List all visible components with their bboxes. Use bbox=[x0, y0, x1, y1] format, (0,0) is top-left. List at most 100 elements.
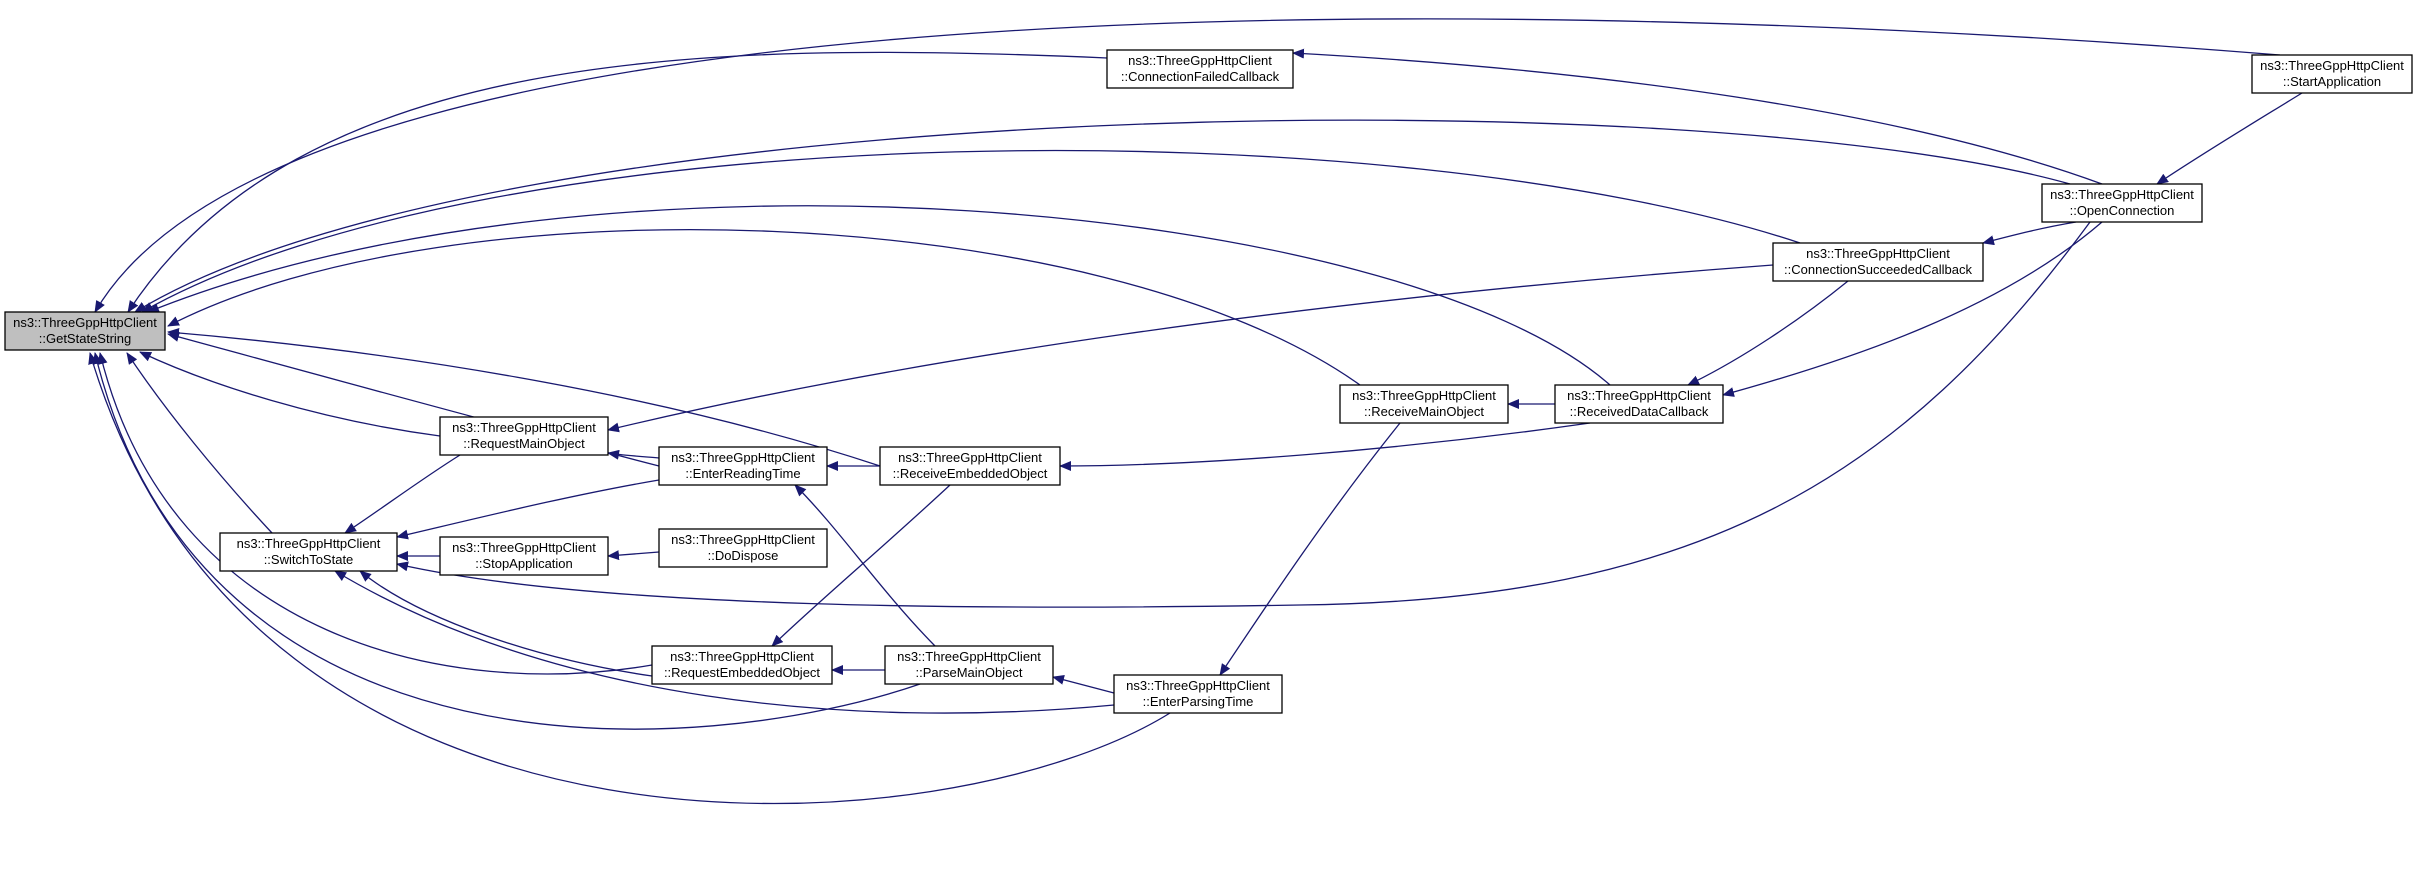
node-namespace-label: ns3::ThreeGppHttpClient bbox=[1126, 678, 1270, 693]
edge-openconn-calls-connfail bbox=[1292, 48, 2103, 185]
node-box bbox=[4, 311, 166, 351]
edge-openconn-calls-getstate bbox=[134, 119, 2071, 313]
edge-path bbox=[396, 221, 2091, 608]
node-parsemain[interactable]: ns3::ThreeGppHttpClient::ParseMainObject bbox=[884, 645, 1054, 685]
node-namespace-label: ns3::ThreeGppHttpClient bbox=[670, 649, 814, 664]
node-reqemb[interactable]: ns3::ThreeGppHttpClient::RequestEmbedded… bbox=[651, 645, 833, 685]
edge-connsucc-calls-reqmain bbox=[607, 264, 1774, 433]
edge-openconn-calls-connsucc bbox=[1982, 221, 2077, 246]
edge-path bbox=[147, 205, 1611, 386]
node-method-label: ::ParseMainObject bbox=[916, 665, 1023, 680]
node-layer: ns3::ThreeGppHttpClient::GetStateStringn… bbox=[4, 49, 2413, 714]
edge-connsucc-calls-recvdata bbox=[1687, 280, 1849, 386]
edge-recvmain-calls-enterparse bbox=[1219, 422, 1401, 676]
node-namespace-label: ns3::ThreeGppHttpClient bbox=[1806, 246, 1950, 261]
node-dodispose[interactable]: ns3::ThreeGppHttpClient::DoDispose bbox=[658, 528, 828, 568]
node-method-label: ::ReceiveEmbeddedObject bbox=[893, 466, 1048, 481]
node-box bbox=[651, 645, 833, 685]
node-namespace-label: ns3::ThreeGppHttpClient bbox=[1567, 388, 1711, 403]
edge-path bbox=[88, 352, 1171, 805]
edge-path bbox=[794, 484, 936, 647]
edge-parsemain-calls-getstate bbox=[92, 352, 921, 730]
node-method-label: ::RequestEmbeddedObject bbox=[664, 665, 820, 680]
node-getstate[interactable]: ns3::ThreeGppHttpClient::GetStateString bbox=[4, 311, 166, 351]
edge-path bbox=[396, 479, 660, 540]
node-stopapp[interactable]: ns3::ThreeGppHttpClient::StopApplication bbox=[439, 536, 609, 576]
edge-recvemb-calls-reqemb bbox=[771, 484, 951, 647]
node-startapp[interactable]: ns3::ThreeGppHttpClient::StartApplicatio… bbox=[2251, 54, 2413, 94]
edge-dodispose-calls-stopapp bbox=[607, 550, 660, 561]
node-method-label: ::SwitchToState bbox=[264, 552, 354, 567]
node-box bbox=[219, 532, 398, 572]
edge-path bbox=[167, 228, 1361, 386]
node-recvmain[interactable]: ns3::ThreeGppHttpClient::ReceiveMainObje… bbox=[1339, 384, 1509, 424]
node-reqmain[interactable]: ns3::ThreeGppHttpClient::RequestMainObje… bbox=[439, 416, 609, 456]
edge-enterparse-calls-parsemain bbox=[1052, 674, 1115, 694]
edge-openconn-calls-recvdata bbox=[1722, 221, 2103, 397]
node-method-label: ::StopApplication bbox=[475, 556, 573, 571]
node-namespace-label: ns3::ThreeGppHttpClient bbox=[1128, 53, 1272, 68]
node-recvemb[interactable]: ns3::ThreeGppHttpClient::ReceiveEmbedded… bbox=[879, 446, 1061, 486]
node-namespace-label: ns3::ThreeGppHttpClient bbox=[671, 450, 815, 465]
edge-reqmain-calls-getstate bbox=[139, 351, 441, 437]
node-namespace-label: ns3::ThreeGppHttpClient bbox=[671, 532, 815, 547]
edge-enterparse-calls-getstate bbox=[88, 352, 1171, 805]
edge-path bbox=[607, 449, 660, 460]
node-connsucc[interactable]: ns3::ThreeGppHttpClient::ConnectionSucce… bbox=[1772, 242, 1984, 282]
edge-path bbox=[1982, 221, 2077, 246]
node-box bbox=[879, 446, 1061, 486]
edge-path bbox=[126, 352, 273, 534]
node-box bbox=[1772, 242, 1984, 282]
edge-startapp-calls-getstate bbox=[94, 18, 2281, 313]
node-method-label: ::OpenConnection bbox=[2070, 203, 2175, 218]
edge-enterread-calls-reqmain bbox=[607, 449, 660, 460]
edge-parsemain-calls-enterread bbox=[794, 484, 936, 647]
node-box bbox=[2041, 183, 2203, 223]
edge-path bbox=[1059, 422, 1591, 471]
edge-path bbox=[141, 149, 1801, 313]
edge-path bbox=[127, 51, 1108, 313]
node-box bbox=[1113, 674, 1283, 714]
edge-path bbox=[134, 119, 2071, 313]
edge-path bbox=[771, 484, 951, 647]
edge-recvdata-calls-recvemb bbox=[1059, 422, 1591, 471]
node-box bbox=[1554, 384, 1724, 424]
edge-path bbox=[607, 264, 1774, 433]
edge-switch-calls-getstate bbox=[126, 352, 273, 534]
edge-path bbox=[607, 550, 660, 561]
edge-path bbox=[139, 351, 441, 437]
node-namespace-label: ns3::ThreeGppHttpClient bbox=[13, 315, 157, 330]
edge-path bbox=[1052, 674, 1115, 694]
node-method-label: ::DoDispose bbox=[708, 548, 779, 563]
node-method-label: ::ConnectionSucceededCallback bbox=[1784, 262, 1972, 277]
node-namespace-label: ns3::ThreeGppHttpClient bbox=[898, 450, 1042, 465]
edge-path bbox=[1219, 422, 1401, 676]
node-openconn[interactable]: ns3::ThreeGppHttpClient::OpenConnection bbox=[2041, 183, 2203, 223]
node-box bbox=[1339, 384, 1509, 424]
node-method-label: ::EnterReadingTime bbox=[685, 466, 800, 481]
node-connfail[interactable]: ns3::ThreeGppHttpClient::ConnectionFaile… bbox=[1106, 49, 1294, 89]
node-recvdata[interactable]: ns3::ThreeGppHttpClient::ReceivedDataCal… bbox=[1554, 384, 1724, 424]
node-enterparse[interactable]: ns3::ThreeGppHttpClient::EnterParsingTim… bbox=[1113, 674, 1283, 714]
edge-path bbox=[334, 570, 1115, 714]
node-namespace-label: ns3::ThreeGppHttpClient bbox=[2050, 187, 2194, 202]
node-method-label: ::EnterParsingTime bbox=[1143, 694, 1254, 709]
node-method-label: ::ReceivedDataCallback bbox=[1570, 404, 1709, 419]
node-method-label: ::StartApplication bbox=[2283, 74, 2381, 89]
node-box bbox=[2251, 54, 2413, 94]
node-namespace-label: ns3::ThreeGppHttpClient bbox=[2260, 58, 2404, 73]
node-namespace-label: ns3::ThreeGppHttpClient bbox=[452, 420, 596, 435]
node-switch[interactable]: ns3::ThreeGppHttpClient::SwitchToState bbox=[219, 532, 398, 572]
node-method-label: ::RequestMainObject bbox=[463, 436, 585, 451]
edge-layer bbox=[88, 18, 2303, 805]
edge-reqmain-calls-switch bbox=[344, 454, 461, 534]
node-namespace-label: ns3::ThreeGppHttpClient bbox=[1352, 388, 1496, 403]
node-method-label: ::GetStateString bbox=[39, 331, 132, 346]
node-namespace-label: ns3::ThreeGppHttpClient bbox=[897, 649, 1041, 664]
edge-path bbox=[2156, 92, 2303, 185]
edge-path bbox=[1687, 280, 1849, 386]
edge-path bbox=[94, 18, 2281, 313]
node-enterread[interactable]: ns3::ThreeGppHttpClient::EnterReadingTim… bbox=[658, 446, 828, 486]
edge-path bbox=[359, 570, 653, 677]
edge-openconn-calls-switch bbox=[396, 221, 2091, 608]
